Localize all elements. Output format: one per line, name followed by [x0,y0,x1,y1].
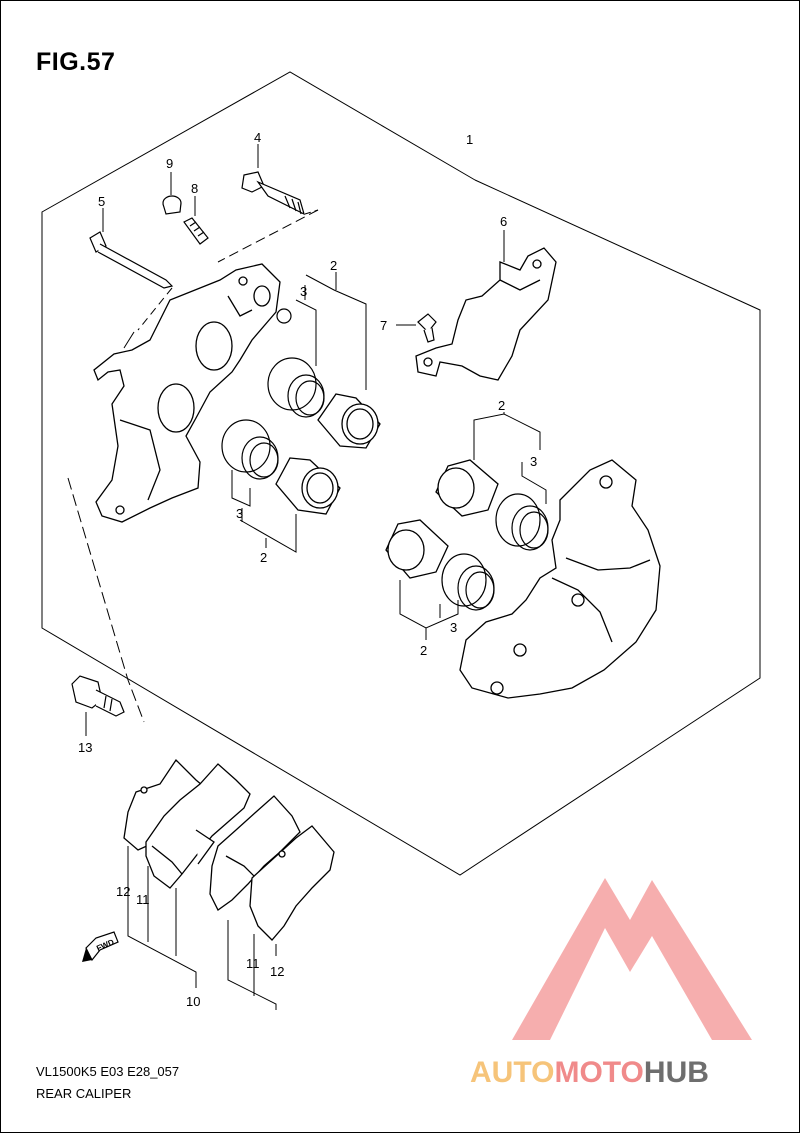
callout-label: 12 [116,884,130,899]
watermark-hub: HUB [644,1056,709,1089]
caliper-body-right [459,459,661,699]
callout-label: 3 [450,620,457,635]
callout-label: 3 [300,284,307,299]
callout-label: 4 [254,130,261,145]
caliper-bracket [93,263,281,523]
callout-label: 10 [186,994,200,1009]
assembly-outline [41,71,761,876]
washer [276,308,292,324]
callout-pads [127,846,277,1010]
callout-label: 2 [330,258,337,273]
callout-label: 9 [166,156,173,171]
callout-label: 2 [498,398,505,413]
callout-label: 3 [530,454,537,469]
callout-label: 13 [78,740,92,755]
callout-bracket-left [231,272,367,553]
bolt-4 [241,171,305,216]
seal-ring-upper-left [267,357,325,418]
callout-label: 2 [260,550,267,565]
callout-label: 5 [98,194,105,209]
callout-label: 3 [236,506,243,521]
callout-bracket-right [399,412,547,640]
pad-shim-right [249,825,335,941]
piston-upper-left [317,393,381,449]
callout-label: 6 [500,214,507,229]
cap-9 [162,195,182,215]
callout-label: 11 [246,956,260,971]
piston-lower-left [275,457,341,515]
watermark-moto: MOTO [554,1056,643,1089]
screw-7 [417,313,437,343]
callout-label: 11 [136,892,150,907]
piston-upper-right [435,459,499,517]
diagram-caption: REAR CALIPER [36,1086,132,1101]
figure-title: FIG.57 [36,48,116,76]
watermark-text: AUTOMOTOHUB [470,1056,709,1089]
callout-label: 8 [191,181,198,196]
fwd-arrow-icon: FWD [82,931,119,962]
bolt-13 [71,675,125,717]
callout-labels: 1 2 2 2 2 3 3 3 3 4 5 6 7 8 9 10 11 11 1… [78,130,537,1009]
mounting-bracket-6 [415,247,557,381]
model-code: VL1500K5 E03 E28_057 [36,1064,180,1079]
watermark-logo [512,878,752,1040]
callout-label: 2 [420,643,427,658]
brake-pad-left [145,763,251,889]
seal-ring-lower-right [441,553,495,611]
callout-label: 1 [466,132,473,147]
seal-ring-upper-right [495,493,549,551]
slide-pin-5 [89,231,174,289]
seal-ring-lower-left [221,419,279,480]
watermark-auto: AUTO [470,1056,554,1089]
bleeder-8 [183,217,209,245]
callout-label: 7 [380,318,387,333]
callout-label: 12 [270,964,284,979]
piston-lower-right [385,519,449,579]
